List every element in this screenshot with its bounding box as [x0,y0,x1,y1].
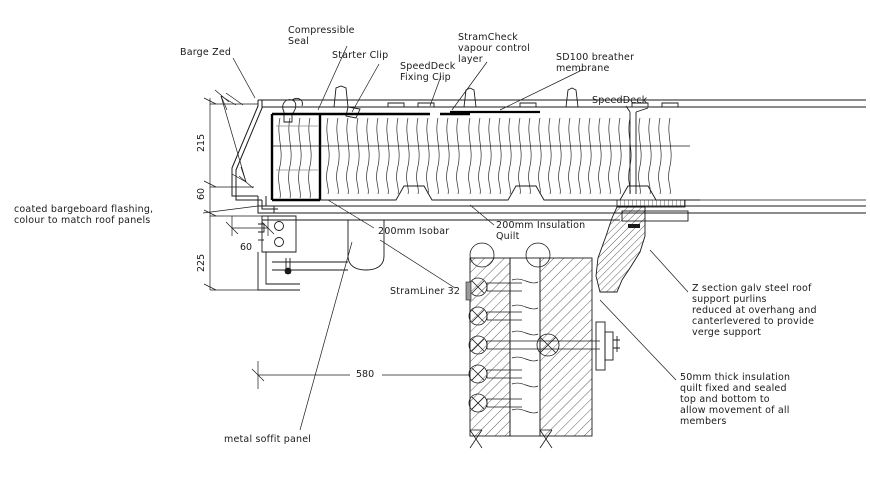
callout-200mm-insulation-quilt: 200mm Insulation Quilt [496,220,586,242]
dimension-60-upper: 60 [196,187,207,200]
dimension-580: 580 [356,369,375,380]
callout-50mm-insulation-quilt: 50mm thick insulation quilt fixed and se… [680,372,791,427]
insulation-left-edge [270,114,322,202]
callout-barge-zed: Barge Zed [180,47,232,58]
isobar-liner-profile [320,185,700,201]
callout-200mm-isobar: 200mm Isobar [378,226,450,237]
wall-ties [465,277,600,413]
callout-speeddeck-fixing-clip: SpeedDeck Fixing Clip [400,61,456,83]
leader-lines [202,45,689,431]
callout-starter-clip: Starter Clip [332,50,389,61]
callout-coated-bargeboard-flashing: coated bargeboard flashing, colour to ma… [14,204,154,226]
insulation-quilt-texture [272,117,690,199]
dimension-225: 225 [196,253,207,272]
callout-compressible-seal: Compressible Seal [288,25,355,47]
liner-tray-return [347,220,385,271]
callout-stramcheck-vapour-control-layer: StramCheck vapour control layer [458,32,530,65]
wall-bracket-plate [595,321,620,371]
callout-speeddeck: SpeedDeck [592,95,648,106]
bargeboard-bracket [258,215,297,253]
dimension-215: 215 [196,133,207,152]
compressible-seal-starter-clip [282,97,303,123]
speeddeck-roof-panel [258,85,866,119]
insulation-quilt-50mm [616,199,686,208]
dimension-lines [203,89,471,389]
cavity-closer-downstand [595,206,646,293]
z-section-purlin [621,105,689,228]
stramliner-lower-deck [258,205,866,221]
callout-stramliner-32: StramLiner 32 [390,286,461,297]
barge-zed-flashing [231,100,278,214]
masonry-wall [469,242,593,449]
dimension-60-lower: 60 [240,242,253,253]
callout-z-section-purlin: Z section galv steel roof support purlin… [692,283,817,338]
callout-metal-soffit-panel: metal soffit panel [224,434,312,445]
callout-sd100-breather-membrane: SD100 breather membrane [556,52,635,74]
metal-soffit-framing [257,252,348,291]
